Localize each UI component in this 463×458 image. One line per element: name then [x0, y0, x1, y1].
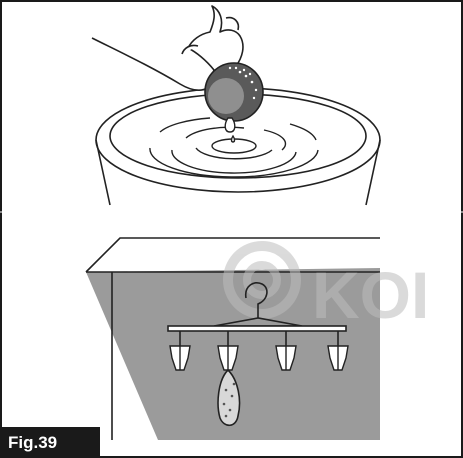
figure-label: Fig.39 [0, 427, 100, 458]
watermark-text: KOI [312, 258, 429, 332]
sponge-ball-icon [205, 63, 263, 121]
water-drop-icon [225, 118, 235, 142]
